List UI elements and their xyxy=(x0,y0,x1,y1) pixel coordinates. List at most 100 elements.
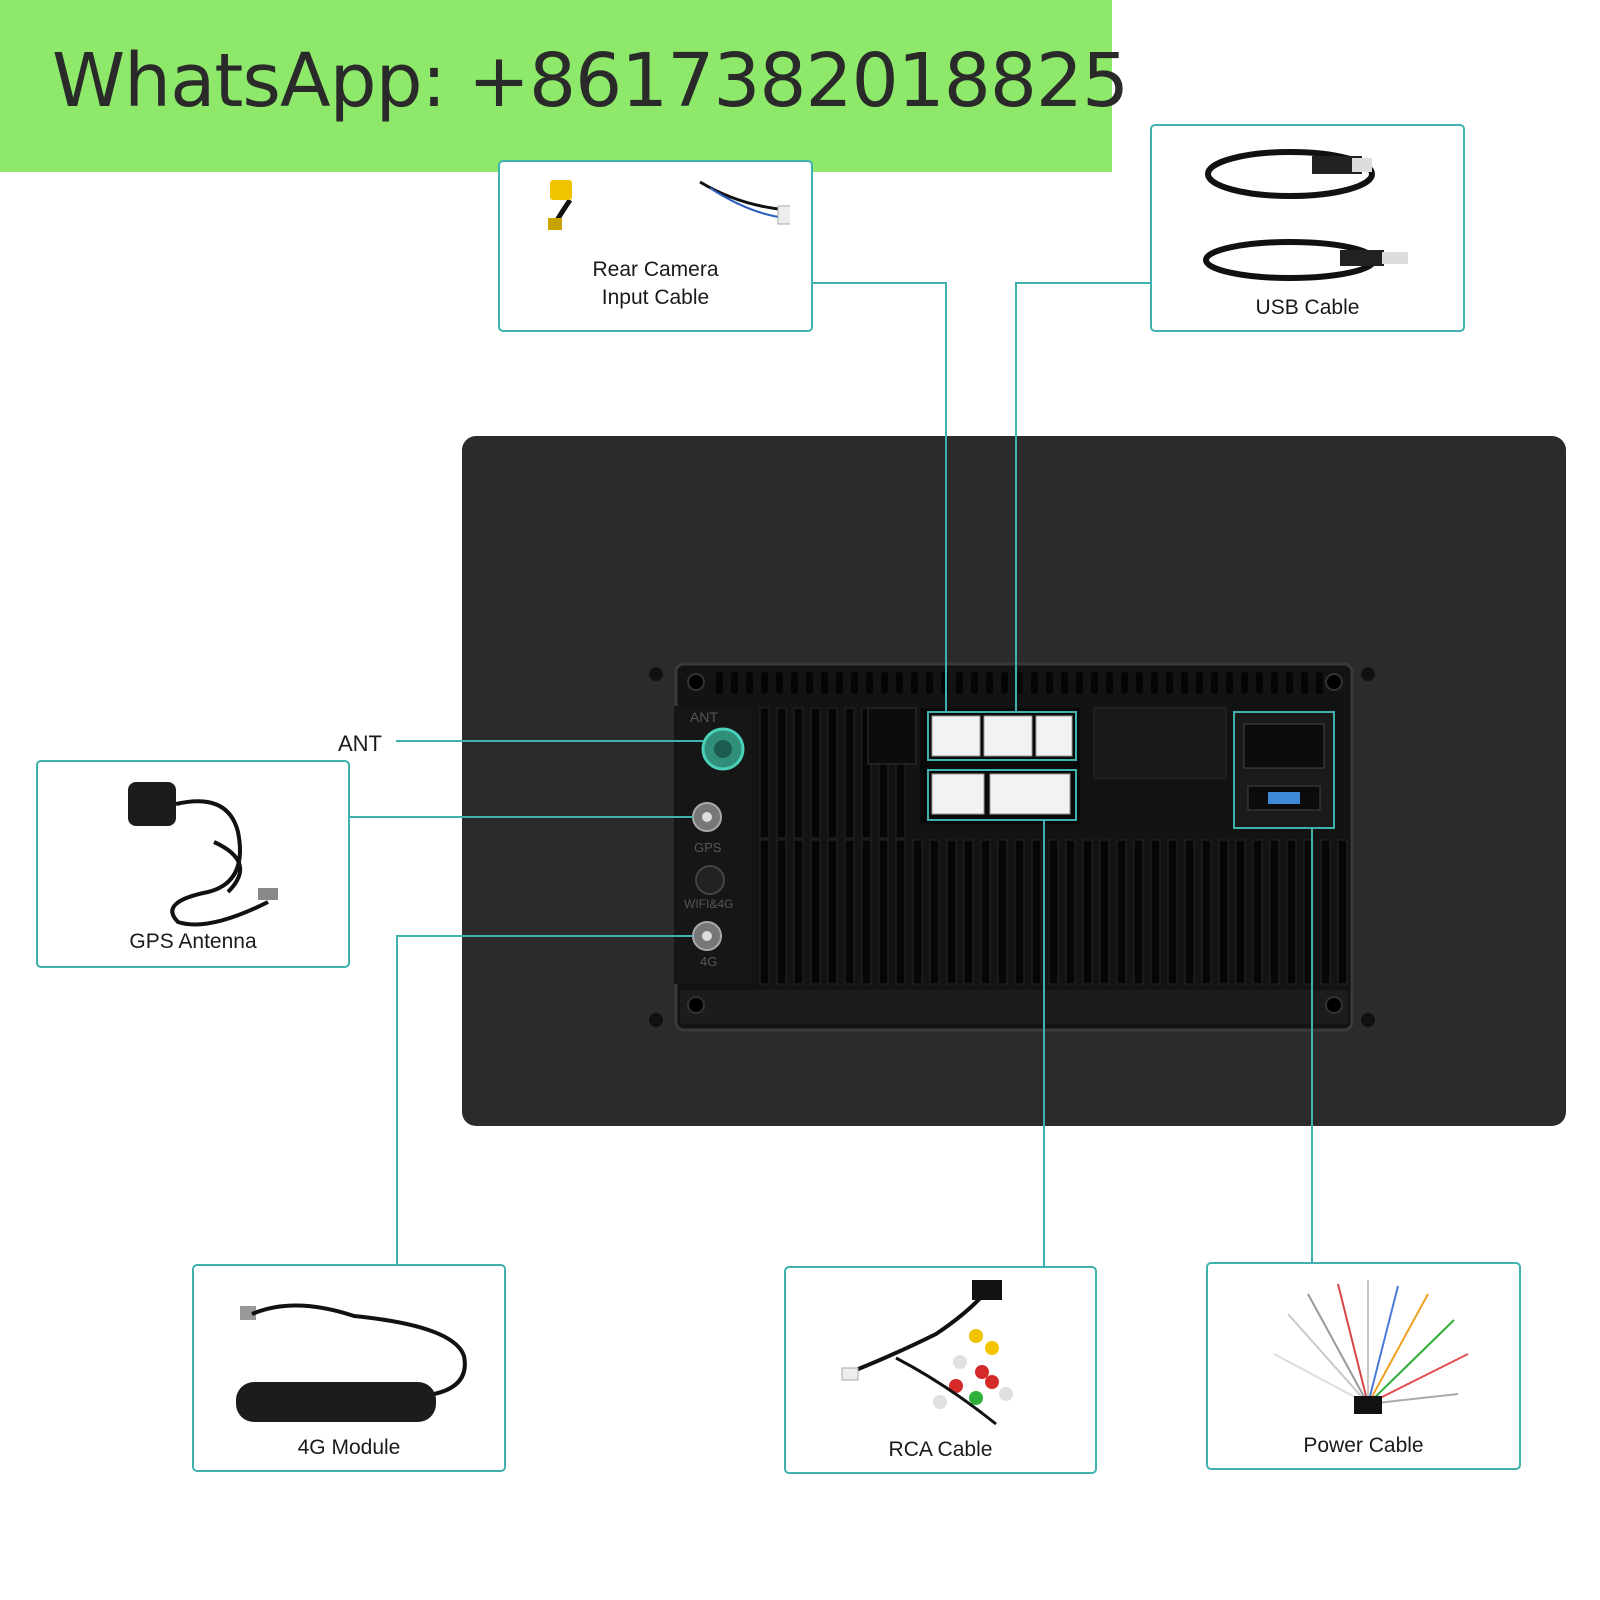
vent-slot xyxy=(1166,672,1173,694)
vent-slot xyxy=(1046,672,1053,694)
fin xyxy=(844,707,855,839)
vent-slot xyxy=(851,672,858,694)
4g-module-card: 4G Module xyxy=(192,1264,506,1472)
vent-slot xyxy=(1001,672,1008,694)
fin xyxy=(810,839,821,985)
wifi-port xyxy=(695,865,725,895)
white-connectors xyxy=(931,715,1073,815)
vent-slot xyxy=(1181,672,1188,694)
fin xyxy=(946,839,957,985)
vent-slot xyxy=(1226,672,1233,694)
vent-slot xyxy=(1091,672,1098,694)
vent-slot xyxy=(896,672,903,694)
usb-cable-label: USB Cable xyxy=(1255,296,1360,319)
fin xyxy=(759,839,770,985)
vent-slot xyxy=(1211,672,1218,694)
vent-slot xyxy=(926,672,933,694)
vent-slot xyxy=(791,672,798,694)
fin xyxy=(929,839,940,985)
connector-lines xyxy=(350,282,1313,1266)
vent-slot xyxy=(1136,672,1143,694)
power-cable-label: Power Cable xyxy=(1303,1434,1424,1457)
vent-slot xyxy=(956,672,963,694)
fin xyxy=(1337,839,1348,985)
usb-cable-card: USB Cable xyxy=(1150,124,1465,332)
vent-slot xyxy=(1016,672,1023,694)
fin xyxy=(827,707,838,839)
vent-slot xyxy=(1031,672,1038,694)
vent-slot xyxy=(1301,672,1308,694)
power-cable-icon xyxy=(1273,1280,1469,1414)
ant-marking: ANT xyxy=(690,709,718,725)
fin xyxy=(861,839,872,985)
4g-module-icon xyxy=(236,1303,467,1422)
vent-slot xyxy=(821,672,828,694)
fin xyxy=(1150,839,1161,985)
fin xyxy=(997,839,1008,985)
vent-slot xyxy=(761,672,768,694)
vent-slot xyxy=(866,672,873,694)
vent-slot xyxy=(1106,672,1113,694)
vent-slot xyxy=(1271,672,1278,694)
gps-antenna-card: GPS Antenna xyxy=(36,760,350,968)
vent-slot xyxy=(1241,672,1248,694)
vent-slot xyxy=(1196,672,1203,694)
fin xyxy=(895,839,906,985)
fin xyxy=(1320,839,1331,985)
fin xyxy=(1065,839,1076,985)
fin xyxy=(1014,839,1025,985)
vent-slot xyxy=(776,672,783,694)
usb-cable-icon xyxy=(1203,149,1408,281)
fin xyxy=(1048,839,1059,985)
fuse xyxy=(1268,792,1300,804)
fin xyxy=(1133,839,1144,985)
banner-text: WhatsApp: +8617382018825 xyxy=(52,38,1129,124)
rca-cable-icon xyxy=(841,1280,1013,1426)
vent-slot xyxy=(746,672,753,694)
cooling-fins xyxy=(759,707,1348,985)
top-vents xyxy=(716,672,1323,694)
svg-text:4G: 4G xyxy=(700,954,717,969)
fin xyxy=(759,707,770,839)
fin xyxy=(844,839,855,985)
rca-cable-label: RCA Cable xyxy=(888,1438,993,1461)
mounting-screws xyxy=(649,667,1375,1027)
fin xyxy=(1099,839,1110,985)
rear-camera-card: Rear Camera Input Cable xyxy=(498,160,813,332)
vent-slot xyxy=(731,672,738,694)
fin xyxy=(1252,839,1263,985)
fin xyxy=(1116,839,1127,985)
fin xyxy=(1082,839,1093,985)
vent-slot xyxy=(1316,672,1323,694)
vent-slot xyxy=(1256,672,1263,694)
fin xyxy=(878,839,889,985)
chip-module xyxy=(867,707,917,765)
fin xyxy=(1031,839,1042,985)
vent-slot xyxy=(836,672,843,694)
vent-slot xyxy=(881,672,888,694)
rear-camera-cable-icon xyxy=(548,180,790,230)
vent-slot xyxy=(716,672,723,694)
fin xyxy=(861,707,872,839)
gps-antenna-label: GPS Antenna xyxy=(129,930,257,953)
ant-label: ANT xyxy=(338,731,382,756)
4g-module-label: 4G Module xyxy=(297,1436,401,1459)
fin xyxy=(1235,839,1246,985)
fin xyxy=(776,707,787,839)
fin xyxy=(1184,839,1195,985)
svg-text:GPS: GPS xyxy=(694,840,722,855)
vent-slot xyxy=(1151,672,1158,694)
vent-slot xyxy=(911,672,918,694)
fin xyxy=(1218,839,1229,985)
rear-camera-label: Rear Camera Input Cable xyxy=(592,258,719,309)
gps-antenna-icon xyxy=(128,782,278,927)
blank-panel xyxy=(1093,707,1227,779)
vent-slot xyxy=(1061,672,1068,694)
fin xyxy=(810,707,821,839)
fin xyxy=(980,839,991,985)
vent-slot xyxy=(986,672,993,694)
fin xyxy=(1201,839,1212,985)
fin xyxy=(776,839,787,985)
fin xyxy=(963,839,974,985)
